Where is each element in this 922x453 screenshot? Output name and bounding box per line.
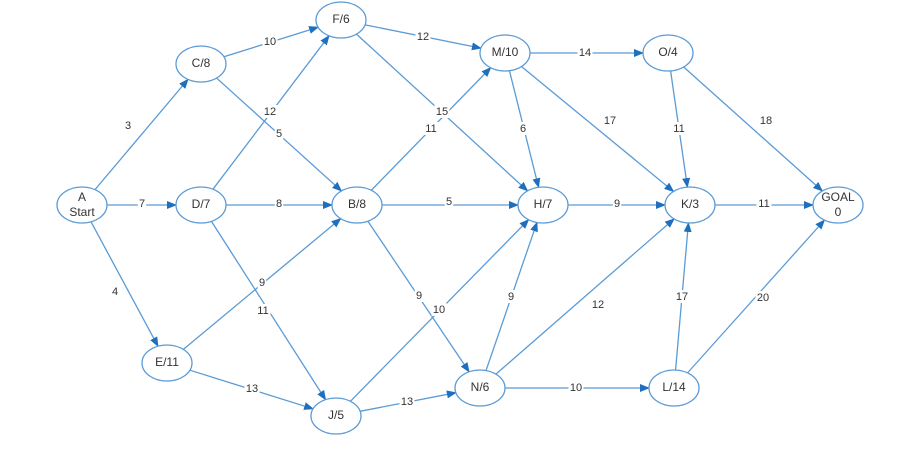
- node-label: Start: [69, 205, 95, 219]
- edge-weight-label: 5: [444, 195, 454, 208]
- svg-text:13: 13: [401, 396, 413, 408]
- edge-weight-label: 12: [415, 30, 431, 43]
- node-d: D/7: [175, 186, 227, 224]
- edge-n-k: [495, 218, 675, 375]
- svg-text:9: 9: [259, 277, 265, 289]
- node-label: A: [78, 190, 86, 204]
- edge-weight-label: 8: [274, 197, 284, 210]
- svg-text:10: 10: [433, 304, 445, 316]
- node-h: H/7: [517, 186, 569, 224]
- node-o: O/4: [642, 34, 694, 72]
- node-c: C/8: [175, 45, 227, 83]
- node-l: L/14: [648, 369, 700, 407]
- edge-weight-label: 17: [602, 114, 618, 127]
- svg-text:11: 11: [758, 198, 769, 210]
- node-e: E/11: [141, 344, 193, 382]
- edge-weight-label: 10: [568, 381, 584, 394]
- svg-text:14: 14: [579, 47, 591, 59]
- edge-weight-label: 9: [506, 290, 516, 303]
- edge-a-e: [90, 221, 159, 348]
- svg-text:17: 17: [676, 291, 688, 303]
- edge-o-goal: [683, 66, 824, 192]
- edge-weight-label: 12: [262, 105, 278, 118]
- node-label: N/6: [471, 380, 490, 394]
- edge-weight-label: 13: [399, 395, 415, 408]
- node-f: F/6: [315, 1, 367, 39]
- node-label: J/5: [328, 408, 344, 422]
- node-label: D/7: [192, 197, 211, 211]
- node-label: L/14: [662, 380, 686, 394]
- svg-text:12: 12: [264, 106, 276, 118]
- node-label: K/3: [681, 197, 699, 211]
- svg-text:4: 4: [112, 286, 118, 298]
- edge-weight-label: 20: [755, 291, 771, 304]
- svg-text:10: 10: [570, 382, 582, 394]
- svg-text:9: 9: [416, 290, 422, 302]
- svg-text:20: 20: [757, 292, 769, 304]
- edge-weight-label: 11: [671, 122, 687, 135]
- svg-text:7: 7: [139, 198, 145, 210]
- node-m: M/10: [479, 34, 531, 72]
- svg-text:17: 17: [604, 115, 616, 127]
- edge-weight-label: 5: [274, 127, 284, 140]
- node-n: N/6: [454, 369, 506, 407]
- svg-text:13: 13: [246, 383, 258, 395]
- node-label: F/6: [332, 12, 350, 26]
- svg-text:5: 5: [276, 128, 282, 140]
- edge-weight-label: 9: [257, 276, 267, 289]
- svg-text:10: 10: [264, 36, 276, 48]
- edge-weight-label: 17: [674, 290, 690, 303]
- edge-weight-label: 9: [414, 289, 424, 302]
- edge-weight-label: 11: [255, 304, 271, 317]
- svg-text:3: 3: [125, 120, 131, 132]
- svg-text:15: 15: [436, 106, 448, 118]
- svg-text:6: 6: [520, 123, 526, 135]
- node-label: O/4: [658, 45, 678, 59]
- svg-text:12: 12: [592, 299, 604, 311]
- node-label: H/7: [534, 197, 553, 211]
- edge-weight-label: 13: [244, 382, 260, 395]
- edge-weight-label: 11: [756, 197, 772, 210]
- edge-weight-label: 18: [758, 114, 774, 127]
- node-j: J/5: [310, 397, 362, 435]
- edge-a-c: [94, 78, 189, 191]
- svg-text:8: 8: [276, 198, 282, 210]
- edge-weight-label: 11: [423, 122, 439, 135]
- node-label: B/8: [348, 197, 366, 211]
- svg-text:9: 9: [614, 198, 620, 210]
- svg-text:5: 5: [446, 196, 452, 208]
- svg-text:11: 11: [673, 123, 684, 135]
- edge-weight-label: 10: [431, 303, 447, 316]
- node-label: E/11: [155, 355, 179, 369]
- edge-weight-label: 14: [577, 46, 593, 59]
- node-k: K/3: [664, 186, 716, 224]
- edge-weight-label: 4: [110, 285, 120, 298]
- svg-text:12: 12: [417, 31, 429, 43]
- svg-text:11: 11: [257, 305, 268, 317]
- edge-weight-label: 12: [590, 298, 606, 311]
- edge-weight-label: 10: [262, 35, 278, 48]
- node-label: GOAL: [821, 190, 855, 204]
- edge-weight-label: 3: [123, 119, 133, 132]
- edge-weight-label: 6: [518, 122, 528, 135]
- node-label: 0: [835, 205, 842, 219]
- svg-text:9: 9: [508, 291, 514, 303]
- edge-weight-label: 9: [612, 197, 622, 210]
- edge-weight-label: 7: [137, 197, 147, 210]
- node-b: B/8: [331, 186, 383, 224]
- node-label: C/8: [192, 56, 211, 70]
- edge-labels-layer: 3741051281191312151159101314617991210111…: [110, 30, 774, 408]
- svg-text:18: 18: [760, 115, 772, 127]
- node-label: M/10: [492, 45, 519, 59]
- edge-m-k: [521, 66, 675, 193]
- edge-weight-label: 15: [434, 105, 450, 118]
- svg-text:11: 11: [425, 123, 436, 135]
